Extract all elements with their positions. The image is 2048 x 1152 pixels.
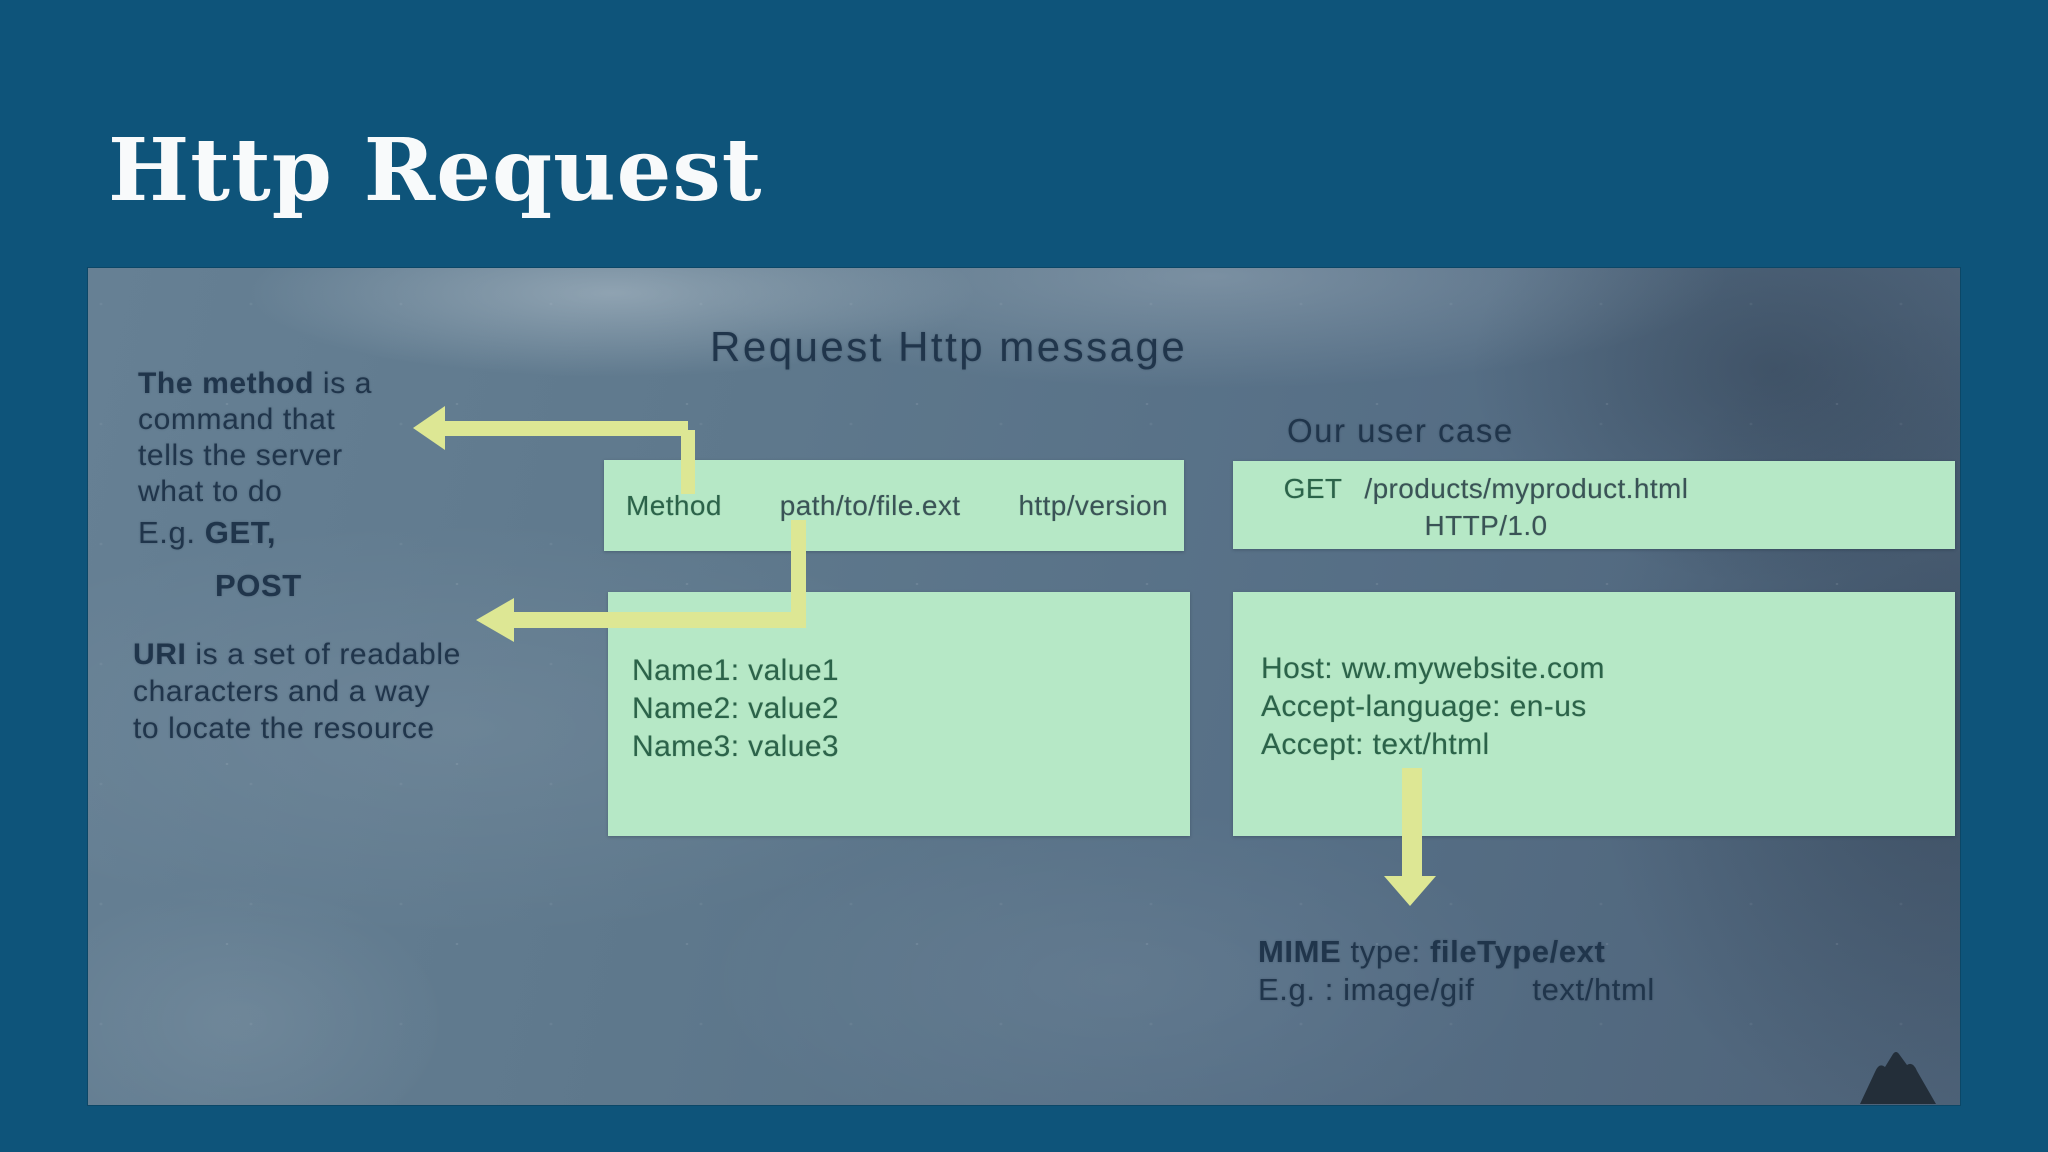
user-case-request-line: GET/products/myproduct.html HTTP/1.0 [1281, 470, 1691, 544]
user-case-heading: Our user case [1287, 412, 1514, 449]
uri-arrow-shaft-vertical [791, 520, 806, 626]
uri-arrow-left-head-icon [476, 598, 514, 642]
mime-label: MIME [1258, 934, 1342, 969]
example-get: GET, [204, 515, 277, 550]
uri-note: URI is a set of readable characters and … [133, 636, 461, 747]
uri-note-line1: URI is a set of readable [133, 636, 461, 673]
method-note-line4: what to do [138, 475, 283, 508]
mime-arrow-shaft-vertical [1402, 768, 1422, 878]
slide-title: Http Request [108, 120, 763, 221]
mime-note-line2: E.g. : image/gif text/html [1258, 971, 1655, 1009]
request-path-label: path/to/file.ext [779, 489, 961, 521]
request-version-label: http/version [1018, 489, 1168, 521]
mime-example-left: E.g. : image/gif [1258, 972, 1475, 1007]
request-method-label: Method [626, 489, 722, 521]
header-line: Name3: value3 [632, 730, 839, 763]
method-arrow-shaft-vertical [681, 430, 695, 494]
example-post: POST [215, 568, 302, 603]
user-case-path: /products/myproduct.html [1364, 473, 1689, 504]
uri-note-line1-rest: is a set of readable [186, 638, 461, 671]
request-line-box: Method path/to/file.ext http/version [604, 460, 1184, 551]
chalkboard-figure: Request Http message The method is a com… [88, 268, 1960, 1105]
mime-note: MIME type: fileType/ext E.g. : image/gif… [1258, 933, 1655, 1009]
mime-example-right: text/html [1532, 972, 1655, 1007]
mime-type-label: type: [1341, 934, 1430, 969]
uri-arrow-shaft-horizontal [512, 612, 806, 628]
method-note-line1: The method is a [138, 366, 372, 402]
board-heading: Request Http message [710, 323, 1188, 370]
headers-box: Name1: value1 Name2: value2 Name3: value… [608, 592, 1190, 836]
user-case-version: HTTP/1.0 [1424, 510, 1548, 541]
examples-prefix: E.g. [138, 515, 205, 550]
person-silhouette-icon [1860, 1052, 1936, 1104]
user-header-line: Accept: text/html [1261, 728, 1490, 761]
uri-note-line3: to locate the resource [133, 712, 435, 745]
mime-filetype: fileType/ext [1429, 934, 1606, 969]
method-arrow-shaft-horizontal [443, 421, 688, 436]
method-note: The method is a command that tells the s… [138, 366, 372, 510]
user-case-method: GET [1283, 473, 1343, 504]
user-header-line: Accept-language: en-us [1261, 690, 1587, 723]
mime-note-line1: MIME type: fileType/ext [1258, 933, 1655, 971]
uri-note-bold: URI [133, 638, 187, 671]
uri-note-line2: characters and a way [133, 675, 431, 708]
header-line: Name2: value2 [632, 692, 839, 725]
user-case-line1: GET/products/myproduct.html [1281, 470, 1691, 507]
examples-line: E.g. GET, [138, 515, 276, 551]
method-arrow-left-head-icon [413, 406, 445, 450]
user-case-box: GET/products/myproduct.html HTTP/1.0 [1233, 461, 1955, 549]
method-note-line2: command that [138, 403, 336, 436]
method-note-bold: The method [138, 367, 314, 400]
user-header-line: Host: ww.mywebsite.com [1261, 652, 1605, 685]
user-headers-box: Host: ww.mywebsite.com Accept-language: … [1233, 592, 1955, 836]
header-line: Name1: value1 [632, 654, 839, 687]
method-note-line3: tells the server [138, 439, 343, 472]
method-note-line1-rest: is a [314, 367, 373, 400]
mime-arrow-down-head-icon [1384, 876, 1436, 906]
